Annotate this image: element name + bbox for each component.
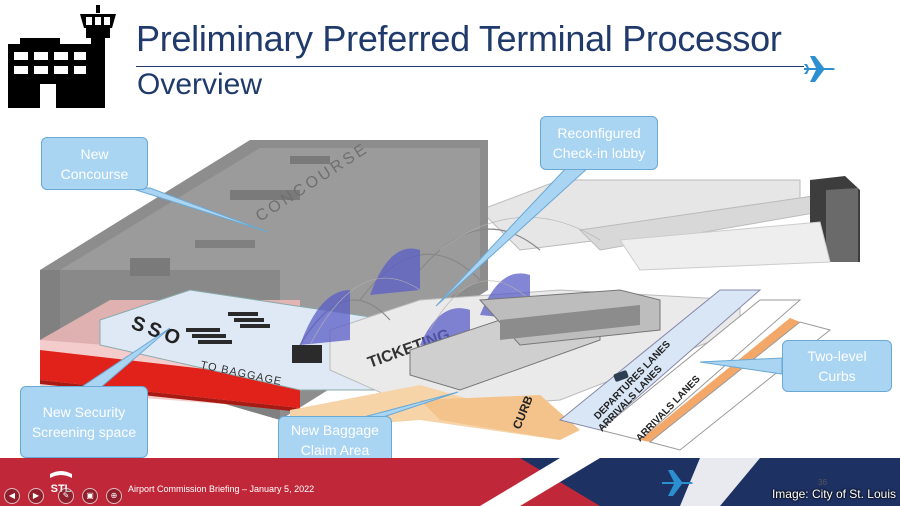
pen-tool-button[interactable]: ✎ xyxy=(58,488,74,504)
airplane-icon xyxy=(804,56,835,82)
airplane-icon xyxy=(662,470,693,496)
title-divider xyxy=(136,66,804,67)
callout-new-concourse: New Concourse xyxy=(41,137,148,190)
see-all-slides-button[interactable]: ▣ xyxy=(82,488,98,504)
terminal-diagram: CONCOURSE SSO TO BAGGAGE TICKETING xyxy=(40,140,860,451)
page-number: 36 xyxy=(818,478,827,487)
zoom-button[interactable]: ⊕ xyxy=(106,488,122,504)
slide-title: Preliminary Preferred Terminal Processor xyxy=(136,18,782,59)
previous-slide-button[interactable]: ◀ xyxy=(4,488,20,504)
footer-briefing: Airport Commission Briefing – January 5,… xyxy=(128,484,315,494)
image-credit: Image: City of St. Louis xyxy=(771,487,896,501)
control-tower-icon xyxy=(0,0,122,112)
callout-two-level-curbs: Two-level Curbs xyxy=(782,340,892,392)
callout-checkin-lobby: Reconfigured Check-in lobby xyxy=(540,116,658,170)
callout-baggage-claim: New Baggage Claim Area xyxy=(278,416,392,464)
next-slide-button[interactable]: ▶ xyxy=(28,488,44,504)
callout-security-screening: New Security Screening space xyxy=(20,386,148,458)
slide-subtitle: Overview xyxy=(137,68,263,101)
footer-band xyxy=(0,458,900,506)
